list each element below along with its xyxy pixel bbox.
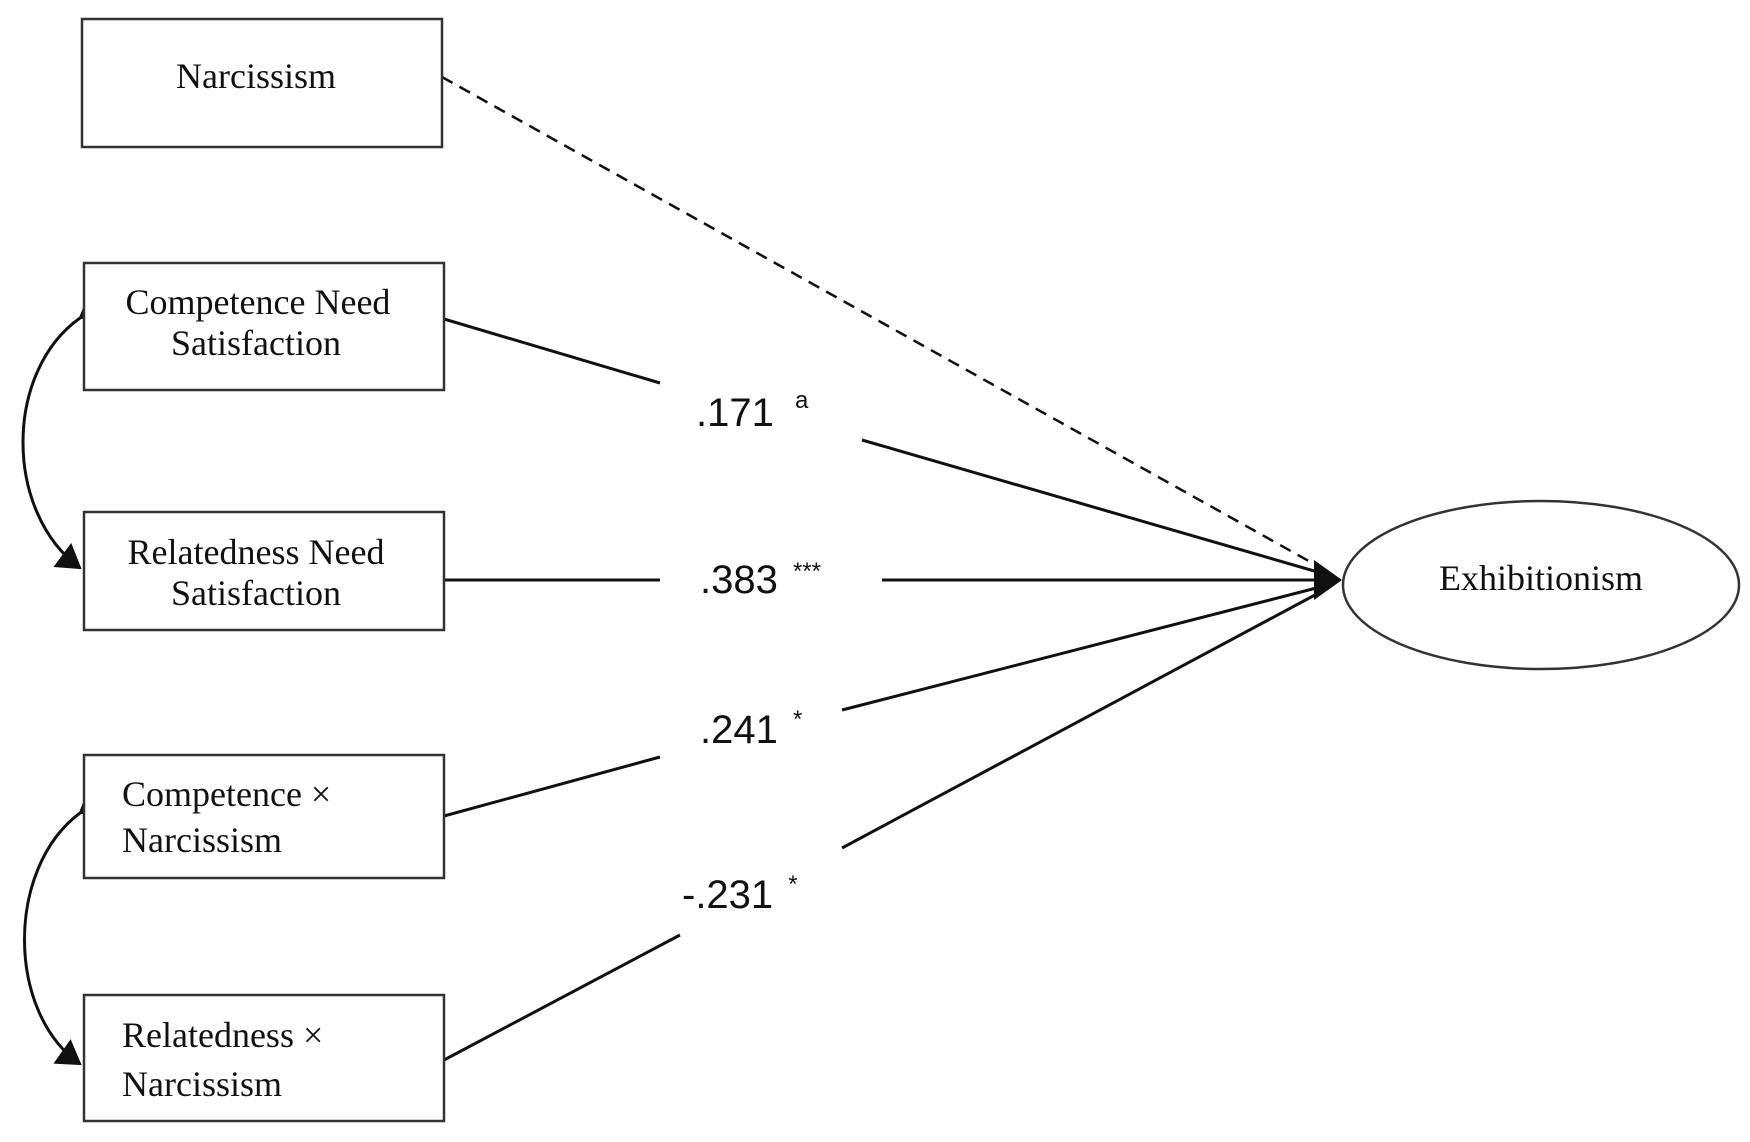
svg-text:Competence Need: Competence Need: [126, 282, 391, 322]
svg-text:Narcissism: Narcissism: [176, 56, 336, 96]
coef-competence-x-sig: *: [793, 706, 802, 733]
node-narcissism-line-1: Narcissism: [176, 56, 336, 96]
coef-relatedness-value: .383: [700, 558, 778, 602]
node-competence-need-satisfaction: Competence Need Satisfaction: [82, 261, 446, 392]
node-competence-need-line-2: Satisfaction: [171, 323, 341, 363]
node-competence-x-line-1: Competence ×: [122, 774, 331, 814]
path-competence-x-segment-a: [443, 755, 661, 818]
node-competence-x-line-2: Narcissism: [122, 820, 282, 860]
svg-text:Competence ×: Competence ×: [122, 774, 331, 814]
path-relatedness-x-segment-b: [841, 586, 1329, 850]
coef-relatedness-x: -.231 *: [682, 871, 798, 917]
svg-text:Relatedness Need: Relatedness Need: [128, 532, 385, 572]
path-competence-segment-a: [443, 317, 661, 385]
coef-relatedness-x-value: -.231: [682, 873, 773, 917]
coef-relatedness-sig: ***: [793, 558, 821, 585]
node-competence-need-line-1: Competence Need: [126, 282, 391, 322]
node-exhibitionism: Exhibitionism: [1341, 499, 1741, 671]
path-relatedness-x-segment-a: [443, 933, 681, 1062]
svg-text:Satisfaction: Satisfaction: [171, 323, 341, 363]
svg-text:Narcissism: Narcissism: [122, 820, 282, 860]
path-competence-x-segment-b: [841, 583, 1329, 712]
path-narcissism-exhibitionism: [441, 75, 1333, 576]
coef-competence-x: .241 *: [700, 706, 802, 752]
node-relatedness-x-narcissism: Relatedness × Narcissism: [82, 993, 446, 1123]
svg-text:Exhibitionism: Exhibitionism: [1439, 558, 1643, 598]
node-relatedness-need-satisfaction: Relatedness Need Satisfaction: [82, 510, 446, 632]
coef-competence: .171 a: [696, 387, 809, 435]
node-exhibitionism-line-1: Exhibitionism: [1439, 558, 1643, 598]
node-relatedness-need-line-2: Satisfaction: [171, 573, 341, 613]
node-narcissism: Narcissism: [80, 17, 444, 149]
svg-text:Relatedness ×: Relatedness ×: [122, 1015, 323, 1055]
coef-relatedness-x-sig: *: [788, 871, 797, 898]
covariance-need-satisfaction: [21, 293, 107, 570]
node-relatedness-need-line-1: Relatedness Need: [128, 532, 385, 572]
covariance-interaction-terms: [23, 787, 107, 1066]
arrowhead-exhibitionism: [1314, 560, 1342, 600]
path-competence-segment-b: [861, 438, 1329, 577]
svg-text:Narcissism: Narcissism: [122, 1064, 282, 1104]
coef-competence-value: .171: [696, 391, 774, 435]
coef-competence-sig: a: [795, 387, 809, 414]
coef-relatedness: .383 ***: [700, 558, 821, 602]
node-competence-x-narcissism: Competence × Narcissism: [82, 753, 446, 880]
svg-text:Satisfaction: Satisfaction: [171, 573, 341, 613]
node-relatedness-x-line-2: Narcissism: [122, 1064, 282, 1104]
coef-competence-x-value: .241: [700, 708, 778, 752]
node-relatedness-x-line-1: Relatedness ×: [122, 1015, 323, 1055]
